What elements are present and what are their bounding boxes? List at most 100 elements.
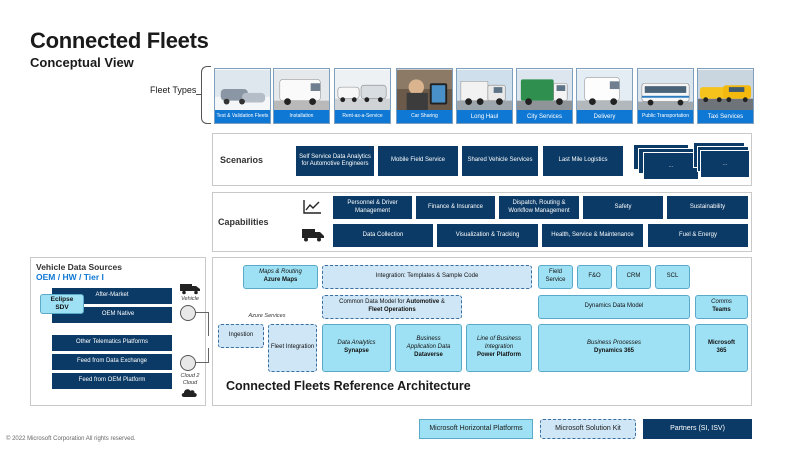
azure-maps-line2: Azure Maps	[263, 277, 298, 283]
fleet-type-label: Test & Validation Fleets	[215, 110, 270, 123]
eclipse-sdv-line1: Eclipse	[50, 295, 74, 303]
capability-box: Safety	[583, 196, 663, 219]
azure-maps-line1: Maps & Routing	[259, 269, 302, 276]
delivery-van-photo	[577, 69, 632, 112]
common-data-model-box: Common Data Model for Automotive & Fleet…	[322, 295, 462, 319]
crm-box: CRM	[616, 265, 651, 289]
capability-box: Dispatch, Routing & Workflow Management	[499, 196, 579, 219]
fleet-type-label: Long Haul	[457, 110, 512, 123]
azure-maps-box: Maps & Routing Azure Maps	[243, 265, 318, 289]
eclipse-sdv-line2: SDV	[55, 304, 69, 311]
vehicle-label: Vehicle	[181, 296, 199, 302]
dynamics-365-line2: Dynamics 365	[593, 348, 635, 354]
semi-truck-photo	[457, 69, 512, 112]
legend-partners: Partners (SI, ISV)	[643, 419, 752, 439]
cloud-2-cloud-label: Cloud 2 Cloud	[180, 373, 200, 386]
capability-box: Visualization & Tracking	[437, 224, 538, 247]
capability-box: Sustainability	[667, 196, 748, 219]
vehicle-connector-node	[180, 305, 196, 321]
ingestion-box: Ingestion	[218, 324, 264, 348]
fleet-integration-box: Fleet Integration	[268, 324, 317, 372]
capability-box: Personnel & Driver Management	[333, 196, 412, 219]
cloud-connector-line	[208, 348, 209, 363]
feed-oem-platform-box: Feed from OEM Platform	[52, 373, 172, 389]
power-platform-line1: Line of Business Integration	[476, 336, 522, 351]
dataverse-box: Business Application Data Dataverse	[395, 324, 462, 372]
cloud-connector-line	[196, 362, 208, 363]
microsoft-365-box: Microsoft 365	[695, 324, 748, 372]
fleet-type-card: Car Sharing	[396, 68, 453, 124]
fleet-type-label: Delivery	[577, 110, 632, 123]
azure-services-label: Azure Services	[248, 313, 286, 319]
white-van-photo	[274, 69, 329, 112]
fleet-type-label: Public Transportation	[638, 110, 693, 123]
comms-teams-box: Comms Teams	[695, 295, 748, 319]
fleet-type-card: Installation	[273, 68, 330, 124]
copyright-notice: © 2022 Microsoft Corporation All rights …	[6, 436, 136, 442]
cdm-ampersand: &	[439, 299, 445, 306]
vehicle-connector-line	[196, 312, 208, 313]
dynamics-data-model-box: Dynamics Data Model	[538, 295, 690, 319]
fleet-type-card: Taxi Services	[697, 68, 754, 124]
capability-box: Finance & Insurance	[416, 196, 495, 219]
microsoft-365-line2: 365	[716, 348, 727, 354]
microsoft-365-line1: Microsoft	[708, 340, 735, 347]
eclipse-sdv-box: Eclipse SDV	[40, 294, 84, 314]
yellow-taxis-photo	[698, 69, 753, 112]
page-title: Connected Fleets	[30, 28, 209, 53]
fleet-types-brace	[201, 66, 211, 124]
capability-box: Data Collection	[333, 224, 433, 247]
synapse-box: Data Analytics Synapse	[322, 324, 391, 372]
dynamics-365-box: Business Processes Dynamics 365	[538, 324, 690, 372]
cdm-automotive: Automotive	[406, 299, 440, 306]
truck-icon	[302, 229, 324, 242]
fleet-type-label: City Services	[517, 110, 572, 123]
more-scenarios-stack-front: ...	[643, 152, 699, 180]
vehicle-connector-line	[208, 312, 209, 336]
rental-cars-photo	[335, 69, 390, 112]
fleet-types-label: Fleet Types	[150, 85, 197, 95]
fleet-type-card: Long Haul	[456, 68, 513, 124]
reference-architecture-title: Connected Fleets Reference Architecture	[226, 379, 471, 393]
vehicle-truck-icon	[180, 284, 200, 295]
integration-templates-box: Integration: Templates & Sample Code	[322, 265, 532, 289]
cdm-prefix: Common Data Model for	[339, 299, 407, 306]
scenario-box: Mobile Field Service	[378, 146, 458, 176]
fno-box: F&O	[577, 265, 612, 289]
fleet-type-card: Public Transportation	[637, 68, 694, 124]
legend-horizontal-platforms: Microsoft Horizontal Platforms	[419, 419, 533, 439]
fleet-type-label: Car Sharing	[397, 110, 452, 123]
fleet-type-label: Rent-as-a-Service	[335, 110, 390, 123]
capability-box: Health, Service & Maintenance	[542, 224, 643, 247]
power-platform-line2: Power Platform	[476, 351, 521, 358]
cloud-icon	[181, 389, 197, 397]
dynamics-365-line1: Business Processes	[586, 340, 642, 347]
other-telematics-box: Other Telematics Platforms	[52, 335, 172, 351]
vehicle-data-sources-title: Vehicle Data Sources	[36, 262, 122, 272]
synapse-line1: Data Analytics	[337, 340, 376, 347]
car-sharing-photo	[397, 69, 452, 112]
trend-chart-icon	[303, 200, 321, 214]
synapse-line2: Synapse	[344, 348, 369, 354]
vehicle-data-sources-subtitle: OEM / HW / Tier I	[36, 272, 104, 282]
comms-line1: Comms	[711, 299, 732, 306]
fleet-type-card: Test & Validation Fleets	[214, 68, 271, 124]
dataverse-line2: Dataverse	[414, 351, 443, 358]
legend-solution-kit: Microsoft Solution Kit	[540, 419, 636, 439]
more-scenarios-stack-front: ...	[700, 150, 750, 178]
snowy-cars-photo	[215, 69, 270, 112]
scenario-box: Last Mile Logistics	[543, 146, 623, 176]
comms-line2: Teams	[712, 307, 731, 313]
fleet-type-label: Taxi Services	[698, 110, 753, 123]
fleet-types-brace-tip	[196, 94, 202, 95]
capabilities-label: Capabilities	[218, 217, 269, 227]
scenarios-label: Scenarios	[220, 155, 264, 165]
scl-box: SCL	[655, 265, 690, 289]
city-bus-photo	[638, 69, 693, 112]
scenario-box: Shared Vehicle Services	[462, 146, 538, 176]
cloud-connector-node	[180, 355, 196, 371]
fleet-type-label: Installation	[274, 110, 329, 123]
dataverse-line1: Business Application Data	[406, 336, 451, 351]
feed-data-exchange-box: Feed from Data Exchange	[52, 354, 172, 370]
fleet-type-card: Delivery	[576, 68, 633, 124]
